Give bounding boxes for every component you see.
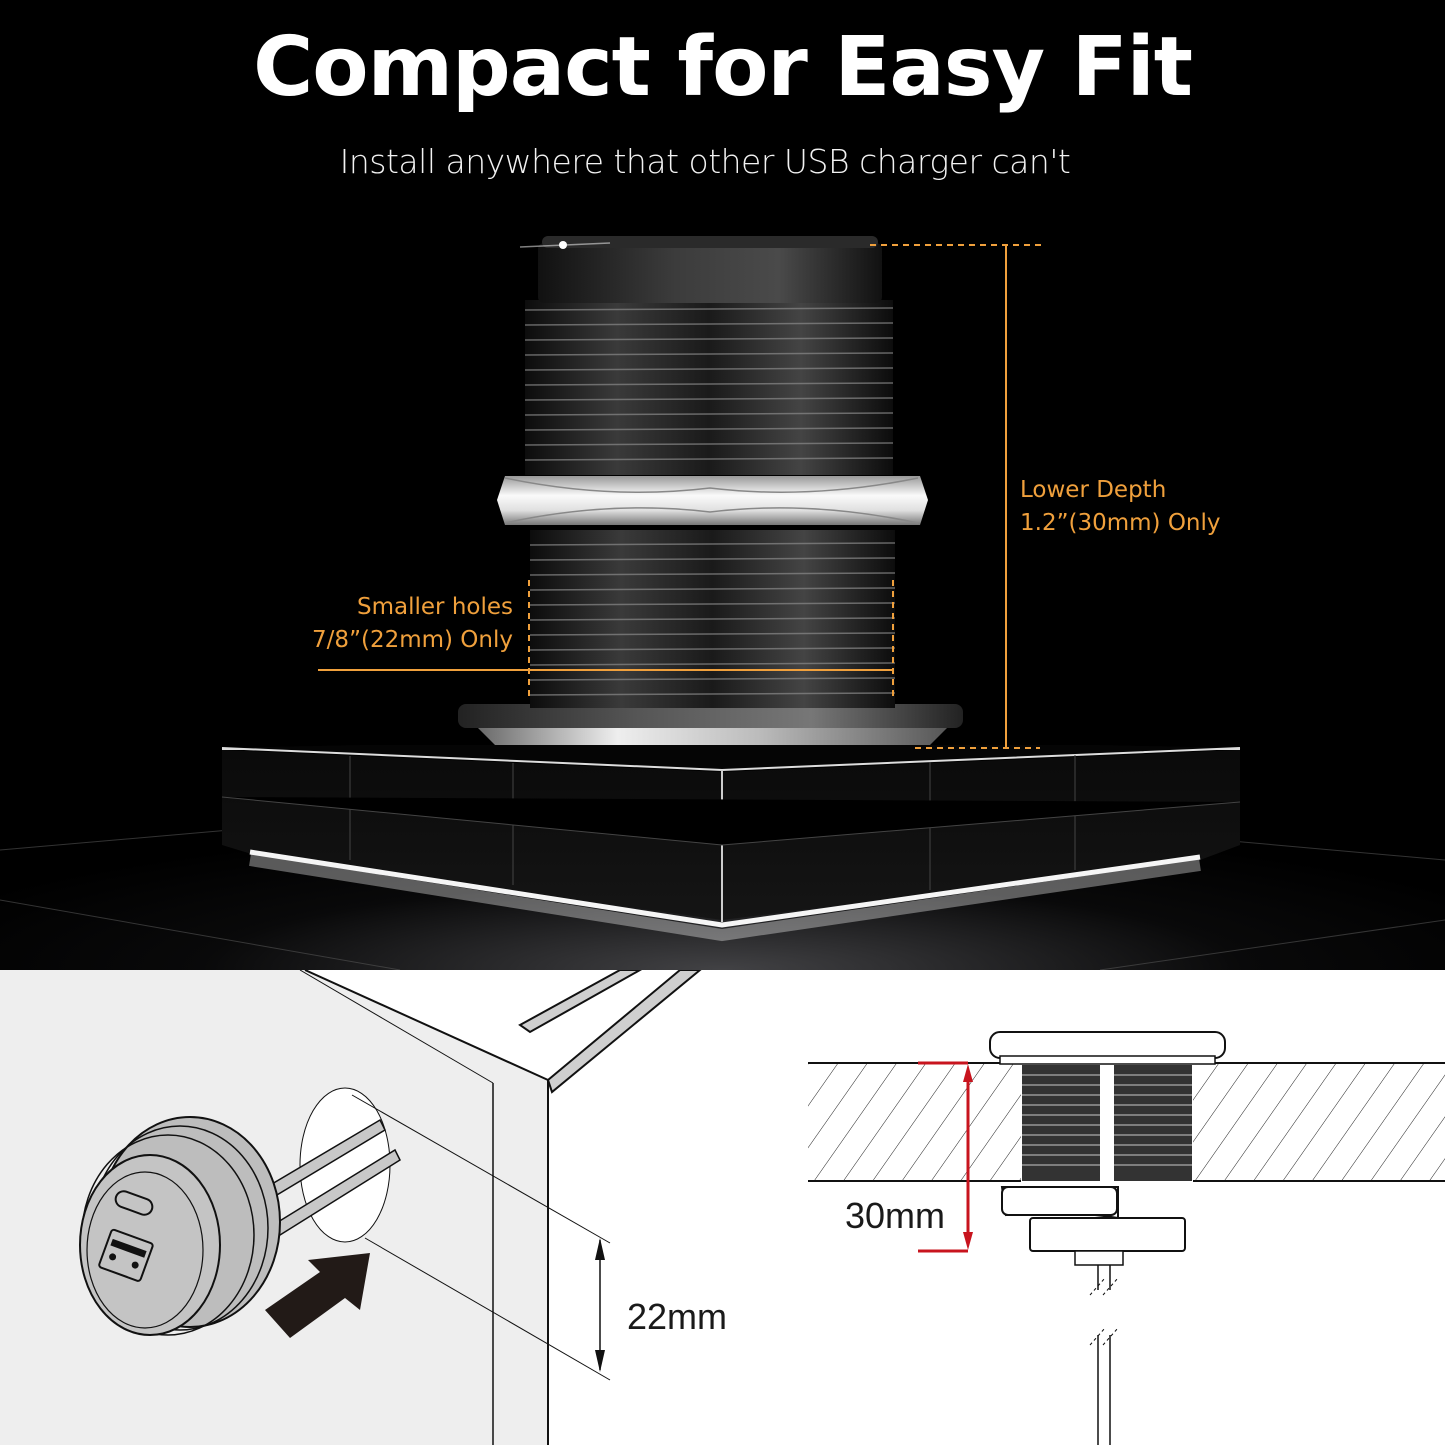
product-render — [0, 236, 1445, 970]
cross-section-diagram — [808, 1031, 1445, 1445]
install-diagram — [0, 970, 702, 1445]
hero-section: Compact for Easy Fit Install anywhere th… — [0, 20, 1445, 970]
hole-dimension-label: 22mm — [627, 1296, 728, 1337]
usb-socket-drawing — [79, 1116, 281, 1336]
page-subtitle: Install anywhere that other USB charger … — [339, 142, 1071, 181]
lower-depth-label: Lower Depth — [1020, 477, 1167, 503]
page-title: Compact for Easy Fit — [253, 20, 1193, 115]
smaller-holes-label: Smaller holes — [357, 594, 513, 620]
depth-dimension-label: 30mm — [845, 1195, 946, 1236]
lower-depth-annotation: Lower Depth 1.2”(30mm) Only — [1020, 474, 1221, 540]
smaller-holes-value: 7/8”(22mm) Only — [312, 627, 513, 653]
smaller-holes-annotation: Smaller holes 7/8”(22mm) Only — [312, 591, 513, 657]
usb-a-port-icon — [98, 1228, 154, 1282]
usb-c-port-icon — [114, 1190, 154, 1216]
lower-depth-value: 1.2”(30mm) Only — [1020, 510, 1221, 536]
installation-diagrams-panel: 22mm — [0, 970, 1445, 1445]
arrow-right-icon — [265, 1253, 370, 1338]
